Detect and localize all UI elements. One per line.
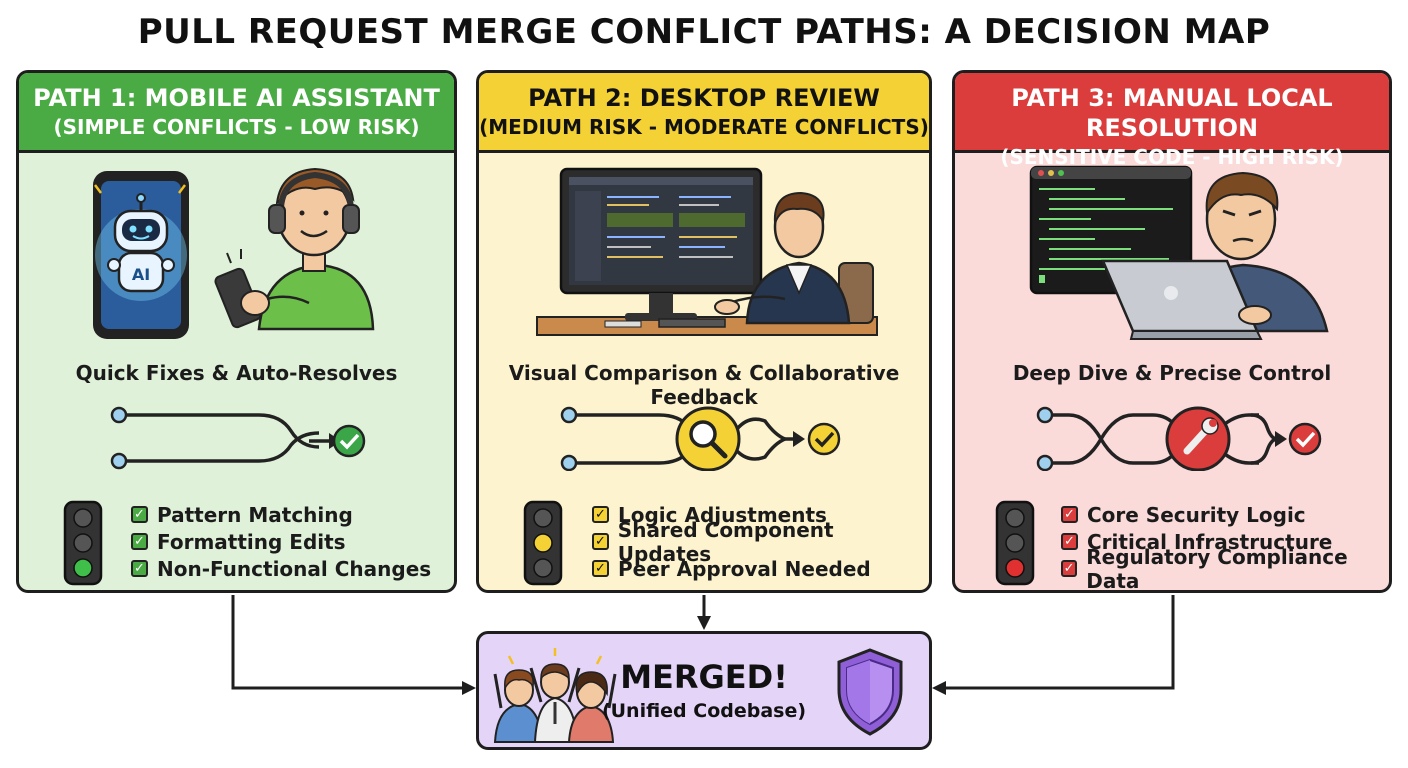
merged-result-box: MERGED! (Unified Codebase) [476, 631, 932, 750]
shield-icon [833, 646, 907, 738]
path-3-connector [944, 595, 1173, 688]
path-1-connector [233, 595, 464, 688]
